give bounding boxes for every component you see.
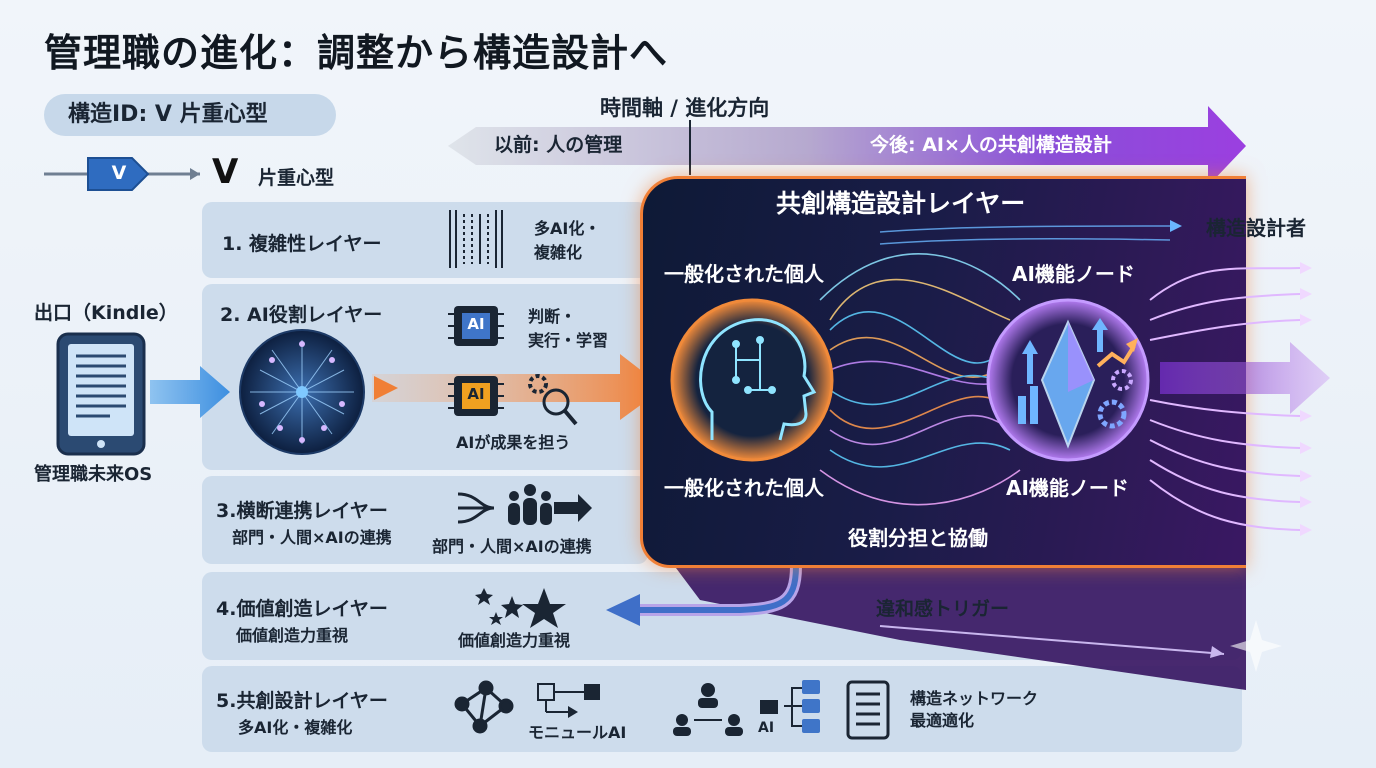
layer-2-caption-c: AIが成果を担う bbox=[456, 433, 571, 452]
role-label: 役割分担と協働 bbox=[848, 526, 988, 550]
network-globe-icon bbox=[239, 329, 365, 455]
person-label-top: 一般化された個人 bbox=[664, 262, 824, 286]
ai-chip-orange-icon bbox=[448, 376, 504, 416]
orange-flow-arrow bbox=[372, 354, 664, 420]
layer-5-sub: 多AI化・複雑化 bbox=[238, 718, 353, 737]
layer-5-ai-tag: AI bbox=[758, 720, 775, 736]
layer-1-label: 1. 複雑性レイヤー bbox=[222, 233, 382, 255]
node-label-bottom: AI機能ノード bbox=[1006, 476, 1129, 500]
panel-title: 共創構造設計レイヤー bbox=[776, 189, 1026, 218]
layer-3-sub: 部門・人間×AIの連携 bbox=[232, 528, 392, 547]
document-icon bbox=[846, 680, 890, 740]
node-label-top: AI機能ノード bbox=[1012, 262, 1135, 286]
v-big-letter: V bbox=[212, 152, 239, 192]
layer-2-caption-a: 判断・ bbox=[528, 307, 577, 326]
tablet-icon bbox=[56, 332, 146, 456]
trigger-label: 違和感トリガー bbox=[876, 598, 1010, 620]
v-badge-label: V bbox=[111, 162, 127, 184]
v-legend-label: 片重心型 bbox=[258, 167, 335, 189]
sparkle-icon bbox=[1230, 620, 1282, 672]
orange-chevron bbox=[374, 376, 398, 400]
ai-branch-icon bbox=[760, 680, 820, 733]
layer-1-caption-a: 多AI化・ bbox=[534, 219, 601, 238]
people-hierarchy-icon bbox=[673, 683, 743, 736]
layer-3-label: 3.横断連携レイヤー bbox=[216, 500, 388, 522]
structure-id-badge: 構造ID: V 片重心型 bbox=[44, 94, 336, 136]
stars-icon bbox=[475, 588, 566, 628]
layer-1-caption-b: 複雑化 bbox=[534, 243, 583, 262]
layer-1-bg bbox=[202, 202, 648, 278]
page-title: 管理職の進化：調整から構造設計へ bbox=[44, 31, 669, 75]
layer-4-label: 4.価値創造レイヤー bbox=[216, 598, 388, 620]
ai-chip-orange-label: AI bbox=[467, 385, 485, 403]
layer-4-caption: 価値創造力重視 bbox=[458, 631, 571, 650]
layer-5-label: 5.共創設計レイヤー bbox=[216, 690, 388, 712]
timeline-title: 時間軸 / 進化方向 bbox=[600, 96, 770, 120]
layer-5-caption-b1: 構造ネットワーク bbox=[910, 689, 1039, 708]
layer-2-label: 2. AI役割レイヤー bbox=[220, 304, 383, 326]
ai-chip-label: AI bbox=[467, 315, 485, 333]
ai-node-icon bbox=[986, 298, 1150, 462]
right-arrow-icon bbox=[554, 494, 592, 522]
layer-2-caption-b: 実行・学習 bbox=[528, 331, 609, 350]
gear-search-icon bbox=[528, 374, 578, 426]
exit-caption: 管理職未来OS bbox=[34, 464, 153, 485]
layer-4-sub: 価値創造力重視 bbox=[236, 626, 349, 645]
person-head-icon bbox=[670, 298, 834, 462]
timeline-after: 今後: AI×人の共創構造設計 bbox=[870, 134, 1112, 156]
layer-5-caption: モニュールAI bbox=[528, 723, 627, 742]
purple-output-arrow bbox=[1160, 342, 1330, 414]
exit-label: 出口（Kindle） bbox=[34, 302, 178, 324]
return-arrow bbox=[606, 565, 802, 626]
layer-5-caption-b2: 最適適化 bbox=[910, 711, 975, 730]
ai-chip-icon bbox=[448, 306, 504, 346]
person-label-bottom: 一般化された個人 bbox=[664, 476, 824, 500]
complexity-grid-icon bbox=[449, 210, 503, 268]
layer-3-bg bbox=[202, 476, 648, 564]
trigger-line bbox=[879, 625, 1225, 655]
team-icon bbox=[508, 484, 552, 525]
layer-3-caption: 部門・人間×AIの連携 bbox=[432, 537, 592, 556]
blue-input-arrow bbox=[150, 366, 230, 418]
v-legend-arrow bbox=[44, 157, 200, 191]
merge-arrows-icon bbox=[457, 492, 495, 524]
network-graph-icon bbox=[454, 680, 514, 734]
modular-flow-icon bbox=[537, 683, 600, 718]
timeline-arrow bbox=[448, 106, 1246, 186]
layer-5-bg bbox=[202, 666, 1242, 752]
designer-label: 構造設計者 bbox=[1206, 216, 1306, 240]
timeline-before: 以前: 人の管理 bbox=[494, 134, 623, 156]
